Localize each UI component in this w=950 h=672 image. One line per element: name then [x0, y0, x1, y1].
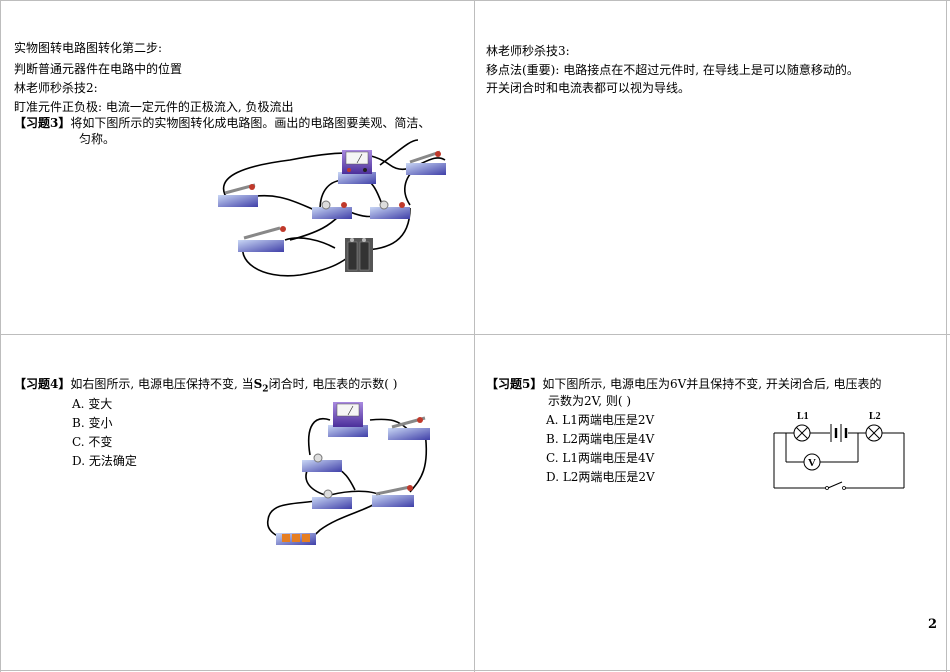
lamp-board-middle: [312, 200, 352, 219]
page-number: 2: [928, 617, 938, 632]
switch-contact-left: [825, 486, 829, 490]
q4-option-b[interactable]: B. L2两端电压是4V: [546, 432, 655, 446]
q4-option-a[interactable]: A. L1两端电压是2V: [546, 413, 655, 427]
lamp-board-lower-2: [312, 489, 352, 509]
q4-option-c[interactable]: C. L1两端电压是4V: [546, 451, 655, 465]
voltmeter-symbol: V: [803, 453, 821, 471]
lamp-l1-label: L1: [797, 411, 809, 422]
page-border-left: [0, 0, 1, 672]
page-border-top: [0, 0, 950, 1]
voltmeter-device-2: [328, 402, 368, 437]
q4-exercise-label: 【习题5】: [486, 377, 543, 391]
q2-line2: 移点法(重要): 电路接点在不超过元件时, 在导线上是可以随意移动的。: [486, 63, 859, 77]
voltmeter-device: [338, 150, 376, 184]
lamp-l2-symbol: [865, 424, 883, 442]
lamp-l2-label: L2: [869, 411, 881, 422]
q1-line1: 实物图转电路图转化第二步:: [14, 41, 163, 55]
battery-box-2: [276, 533, 316, 545]
q1-exercise-label: 【习题3】: [14, 116, 71, 130]
q3-stem-b: 闭合时, 电压表的示数( ): [268, 377, 398, 391]
q3-option-c[interactable]: C. 不变: [72, 435, 113, 449]
q3-stem: 【习题4】如右图所示, 电源电压保持不变, 当S2闭合时, 电压表的示数( ): [14, 376, 397, 397]
page-border-right: [946, 0, 947, 672]
page-border-bottom: [0, 670, 950, 671]
q1-line2: 判断普通元器件在电路中的位置: [14, 62, 183, 76]
battery-device: [345, 238, 373, 272]
lamp-board-upper-2: [302, 453, 342, 472]
lamp-board-left: [218, 183, 258, 207]
q4-stem-text: 如下图所示, 电源电压为6V并且保持不变, 开关闭合后, 电压表的: [542, 377, 882, 391]
q4-stem-line1: 【习题5】如下图所示, 电源电压为6V并且保持不变, 开关闭合后, 电压表的: [486, 376, 882, 392]
switch-contact-right: [842, 486, 846, 490]
quadrant-divider-vertical: [474, 0, 475, 672]
q3-option-d[interactable]: D. 无法确定: [72, 454, 137, 468]
q3-exercise-label: 【习题4】: [14, 377, 71, 391]
q4-stem-line2: 示数为2V, 则( ): [548, 394, 632, 408]
switch-board-lower-2: [372, 485, 414, 507]
q4-option-d[interactable]: D. L2两端电压是2V: [546, 470, 655, 484]
q3-stem-a: 如右图所示, 电源电压保持不变, 当: [70, 377, 254, 391]
q3-option-b[interactable]: B. 变小: [72, 416, 113, 430]
q1-line4: 盯准元件正负极: 电流一定元件的正极流入, 负极流出: [14, 100, 294, 114]
quadrant-divider-horizontal: [0, 334, 950, 335]
switch-board-top-right-2: [388, 416, 430, 440]
q1-line3: 林老师秒杀技2:: [14, 81, 98, 95]
q3-stem-sub: 2: [262, 384, 269, 395]
lamp-l1-symbol: [793, 424, 811, 442]
q2-line1: 林老师秒杀技3:: [486, 44, 570, 58]
lamp-board-right: [370, 200, 410, 219]
switch-board-lower-left: [238, 226, 286, 252]
q2-line3: 开关闭合时和电流表都可以视为导线。: [486, 81, 691, 95]
q1-exercise: 【习题3】将如下图所示的实物图转化成电路图。画出的电路图要美观、简洁、: [14, 115, 430, 131]
q1-exercise-text2: 匀称。: [79, 132, 116, 146]
voltmeter-label: V: [808, 457, 816, 469]
q3-option-a[interactable]: A. 变大: [72, 397, 113, 411]
battery-symbol: [830, 424, 848, 442]
switch-board-top-right: [406, 150, 446, 175]
q1-exercise-text: 将如下图所示的实物图转化成电路图。画出的电路图要美观、简洁、: [70, 116, 431, 130]
q3-stem-s: S: [253, 377, 263, 391]
